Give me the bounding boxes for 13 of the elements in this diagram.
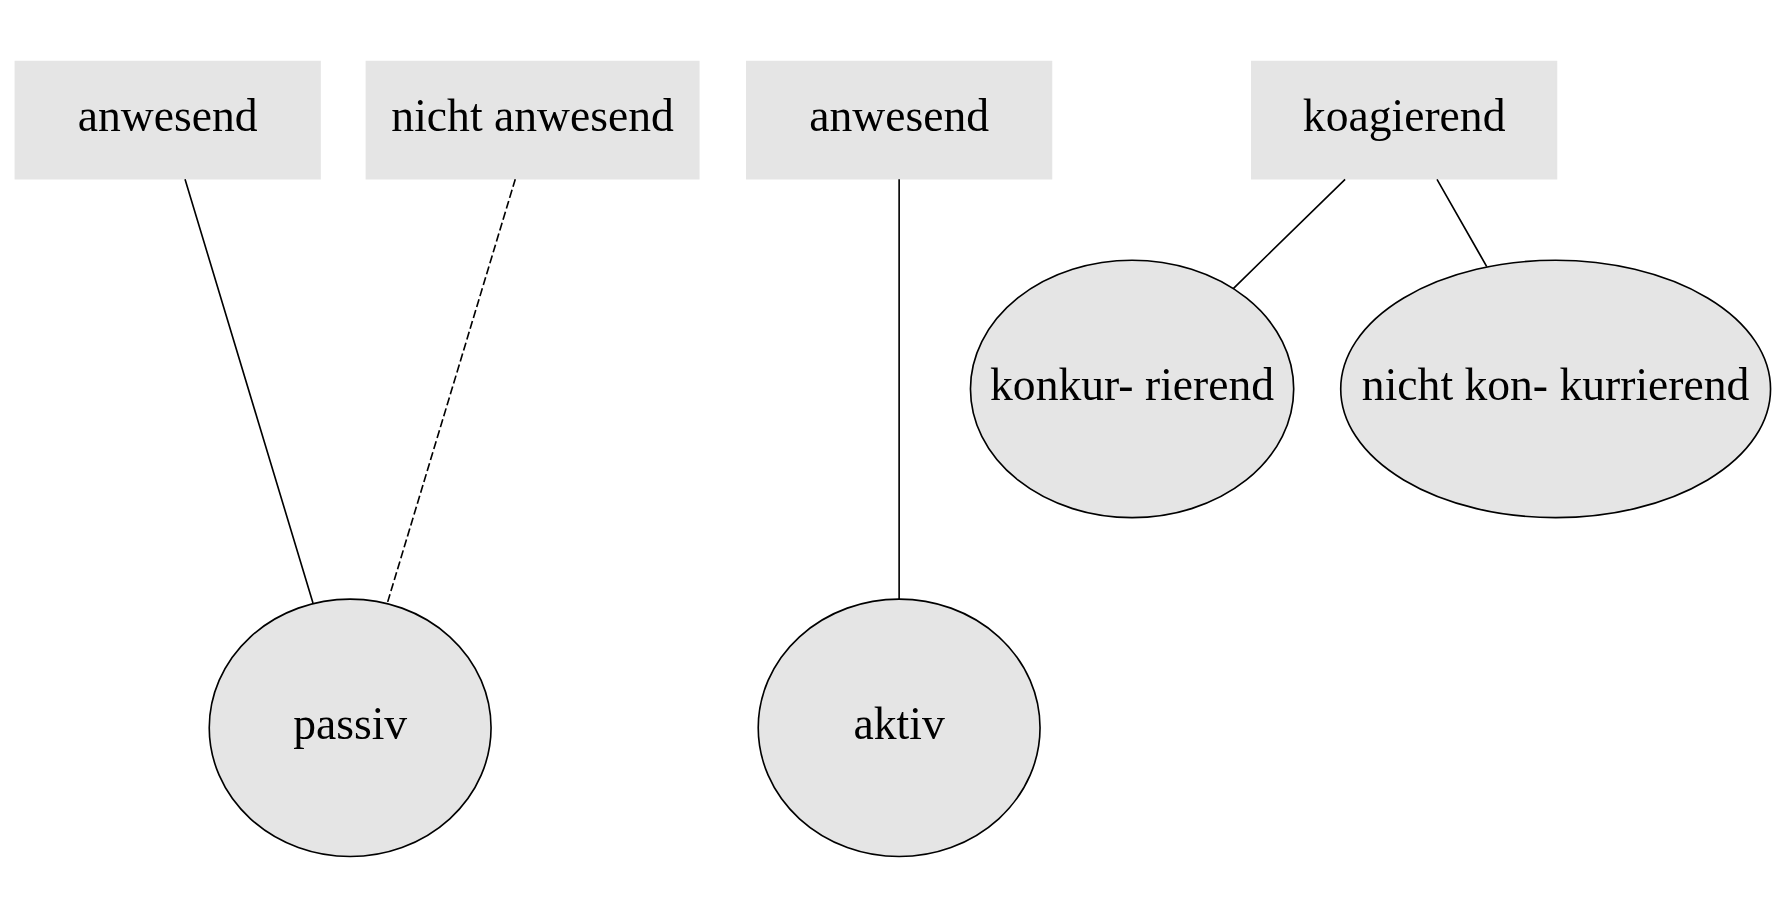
node-circle: aktiv [757, 597, 1041, 857]
connector [386, 177, 517, 604]
node-ellipse: nicht kon- kurrierend [1339, 258, 1772, 518]
connector [1436, 178, 1488, 267]
connector [184, 177, 314, 604]
node-box: nicht anwesend [365, 60, 700, 180]
node-circle: passiv [208, 597, 492, 857]
connector [898, 177, 900, 600]
connector [1232, 178, 1346, 289]
node-box: anwesend [746, 60, 1053, 180]
node-box: koagierend [1251, 60, 1558, 180]
node-box: anwesend [14, 60, 321, 180]
node-ellipse: konkur- rierend [969, 258, 1295, 518]
